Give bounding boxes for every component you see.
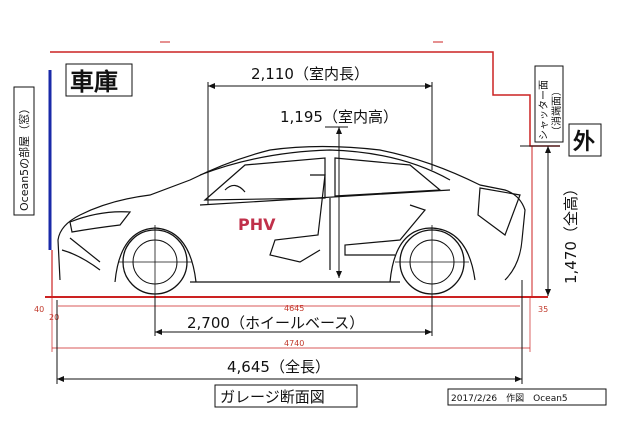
total-length-arrow-right [515,376,522,382]
dim-40: 40 [34,305,44,314]
dim-35: 35 [538,305,548,314]
dim-4645-red: 4645 [284,304,304,313]
car-rear-seat [344,204,427,256]
car-front-bumper [61,237,101,271]
garage-title: 車庫 [70,68,118,96]
car-body-outline [57,145,526,281]
car-front-window [203,157,326,201]
total-height-label: 1,470（全高） [562,181,580,284]
interior-length-arrow-right [425,83,432,89]
interior-length-label: 2,110（室内長） [251,65,369,83]
car-front-arch [114,227,197,283]
total-length-arrow-left [57,376,64,382]
wheelbase-arrow-right [425,329,432,335]
rear-wheel [395,225,469,299]
shutter-label-box: シャッター面 （消端面） [534,65,564,143]
room-label: Ocean5の部屋（窓） [17,103,31,211]
shutter-label: シャッター面 [538,80,550,140]
caption: ガレージ断面図 [220,388,325,406]
car-drawing [57,145,526,283]
wheelbase-label: 2,700（ホイールベース） [187,314,364,332]
interior-height-arrow-bottom [336,271,342,278]
dim-4740-red: 4740 [284,339,304,348]
total-length-label: 4,645（全長） [227,358,330,376]
car-steering [224,184,246,193]
interior-height-label: 1,195（室内高） [280,108,398,126]
car-front-seat [269,174,326,263]
room-label-box: Ocean5の部屋（窓） [13,86,35,216]
car-belt-line [199,189,451,206]
wheelbase-arrow-left [155,329,162,335]
outside-label: 外 [573,129,595,155]
outside-label-box: 外 [568,123,602,157]
total-height-arrow-top [545,146,551,153]
front-wheel [118,225,192,299]
credit-box: 2017/2/26 作図 Ocean5 [447,388,607,406]
total-height-arrow-bottom [545,289,551,296]
shutter-sublabel: （消端面） [550,86,563,136]
interior-height-arrow-top [336,127,342,134]
credit: 2017/2/26 作図 Ocean5 [451,392,568,404]
car-badge: PHV [238,215,276,234]
garage-title-box: 車庫 [65,63,133,97]
dim-20: 20 [49,313,59,322]
interior-length-arrow-left [208,83,215,89]
car-headlight [69,211,132,233]
car-rear-window [334,157,442,197]
car-tail-light [477,187,521,236]
car-roof-line [199,149,451,181]
caption-box: ガレージ断面図 [214,384,358,408]
